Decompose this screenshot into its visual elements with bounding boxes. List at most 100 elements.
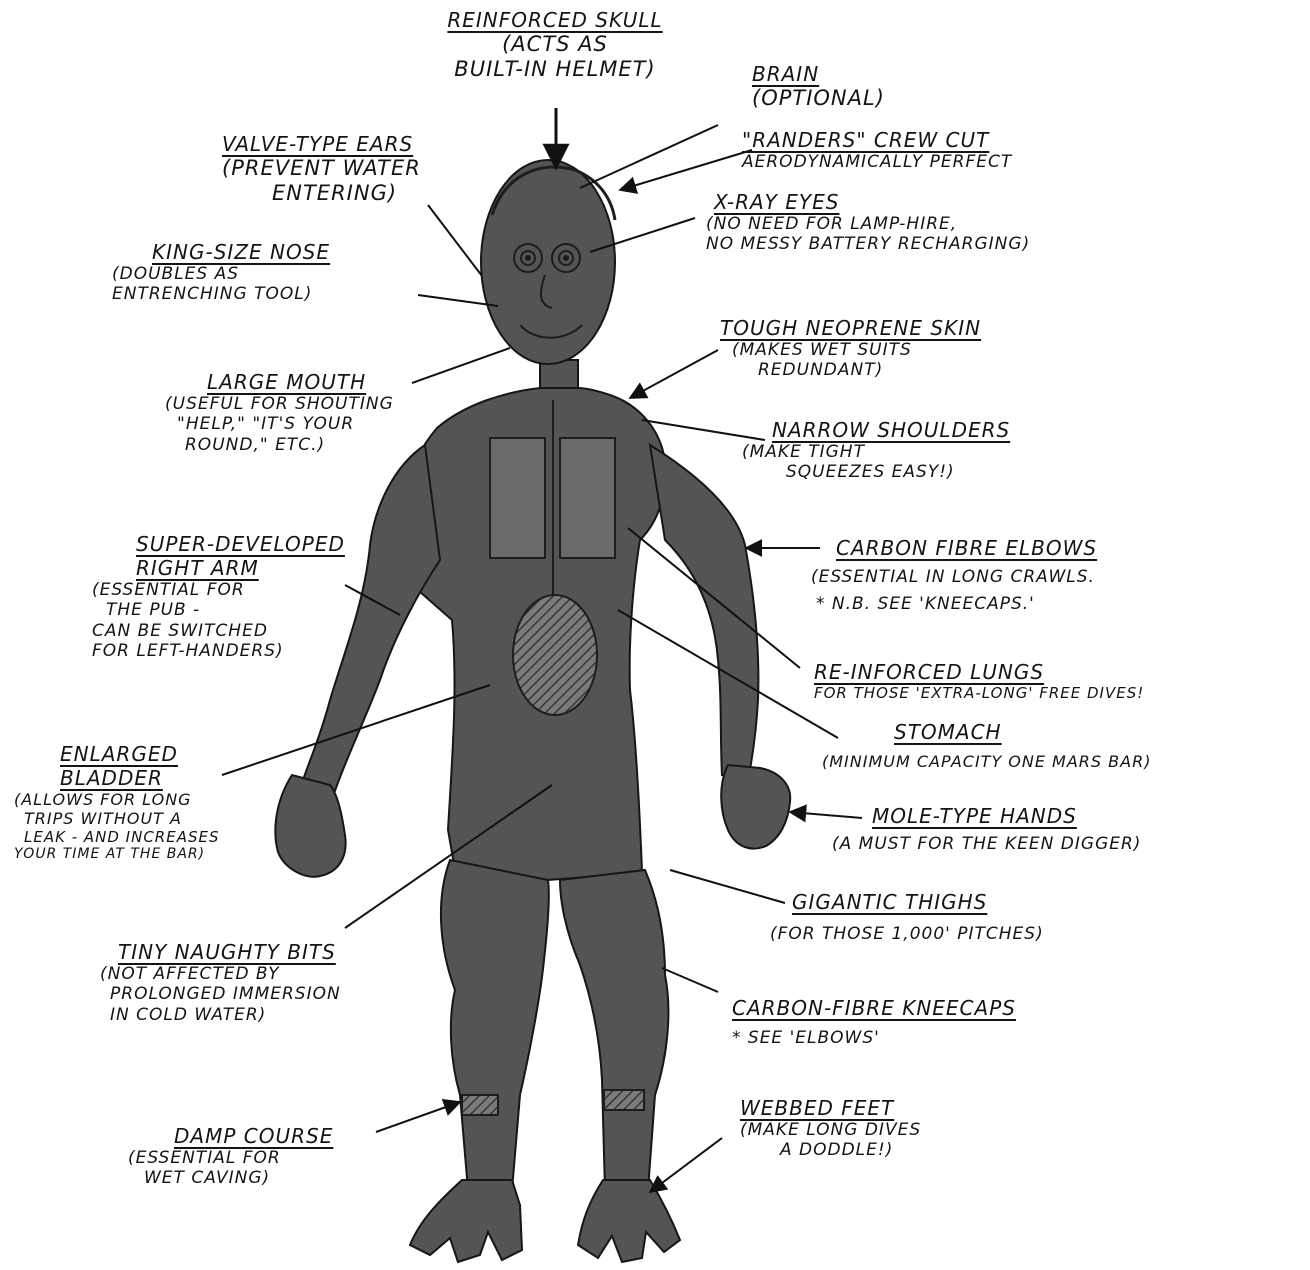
skin-title: Tough Neoprene Skin <box>720 316 981 340</box>
label-valve-type-ears: Valve-Type Ears (Prevent water entering) <box>222 132 421 206</box>
damp-arrow <box>376 1102 460 1132</box>
label-narrow-shoulders: Narrow Shoulders (Make tight squeezes ea… <box>772 418 1010 483</box>
damp-desc-1: (Essential for <box>128 1148 333 1168</box>
label-webbed-feet: Webbed Feet (Make long dives a doddle!) <box>740 1096 921 1161</box>
brain-desc-1: (Optional) <box>752 86 885 111</box>
label-gigantic-thighs: Gigantic Thighs (For those 1,000' pitche… <box>792 890 1044 944</box>
bladder-desc-4: your time at the bar) <box>14 846 230 863</box>
lungs-desc-1: For those 'extra-long' free dives! <box>814 684 1144 702</box>
hands-title: Mole-type Hands <box>872 804 1141 828</box>
label-brain: Brain (Optional) <box>752 62 885 111</box>
nose-desc-1: (Doubles as <box>112 264 330 284</box>
mouth-line <box>412 348 510 383</box>
ears-title: Valve-Type Ears <box>222 132 421 156</box>
bladder-desc-3: leak - and increases <box>14 828 230 846</box>
stomach-title: Stomach <box>822 720 1151 744</box>
eyes-desc-2: no messy battery recharging) <box>706 234 1030 254</box>
elbows-desc-2: * N.B. See 'Kneecaps.' <box>816 594 1097 614</box>
mouth-title: Large Mouth <box>165 370 394 394</box>
label-right-arm: Super-developed right arm (Essential for… <box>92 532 366 662</box>
nose-desc-2: entrenching tool) <box>112 284 330 304</box>
shoulders-title: Narrow Shoulders <box>772 418 1010 442</box>
crew-cut-desc-1: Aerodynamically perfect <box>742 152 1012 172</box>
right-leg <box>560 870 668 1190</box>
bladder-title: Enlarged bladder <box>14 742 230 790</box>
skin-desc-1: (Makes wet suits <box>720 340 981 360</box>
bits-desc-1: (Not affected by <box>100 964 341 984</box>
lung-right <box>560 438 615 558</box>
shoulders-desc-1: (Make tight <box>742 442 1010 462</box>
hands-arrow <box>790 812 862 818</box>
skin-desc-2: redundant) <box>720 360 981 380</box>
damp-course-right <box>604 1090 644 1110</box>
thighs-title: Gigantic Thighs <box>792 890 1044 914</box>
stomach-desc-1: (Minimum capacity one Mars bar) <box>822 752 1151 771</box>
right-hand <box>721 765 790 849</box>
ears-desc-2: entering) <box>222 181 421 206</box>
feet-title: Webbed Feet <box>740 1096 921 1120</box>
brain-title: Brain <box>752 62 885 86</box>
mouth-desc-2: "Help," "It's your <box>165 414 394 434</box>
label-tiny-naughty-bits: Tiny Naughty Bits (Not affected by prolo… <box>100 940 341 1025</box>
mouth-desc-1: (Useful for shouting <box>165 394 394 414</box>
label-x-ray-eyes: X-Ray Eyes (No need for lamp-hire, no me… <box>706 190 1030 255</box>
label-stomach: Stomach (Minimum capacity one Mars bar) <box>822 720 1151 771</box>
head <box>481 160 615 364</box>
hands-desc-1: (A must for the keen digger) <box>832 834 1141 854</box>
label-enlarged-bladder: Enlarged bladder (Allows for long trips … <box>14 742 230 863</box>
feet-desc-2: a doddle!) <box>740 1140 921 1160</box>
label-reinforced-skull: Reinforced Skull (Acts as built-in helme… <box>420 8 690 82</box>
skull-desc-2: built-in helmet) <box>420 57 690 82</box>
skull-desc-1: (Acts as <box>420 32 690 57</box>
bits-desc-2: prolonged immersion <box>100 984 341 1004</box>
label-damp-course: Damp Course (Essential for wet caving) <box>128 1124 333 1189</box>
brain-line <box>580 125 718 188</box>
label-carbon-fibre-elbows: Carbon Fibre Elbows (Essential in long c… <box>836 536 1097 614</box>
damp-title: Damp Course <box>128 1124 333 1148</box>
elbows-title: Carbon Fibre Elbows <box>836 536 1097 560</box>
nose-title: King-Size Nose <box>112 240 330 264</box>
elbows-desc-1: (Essential in long crawls. <box>811 560 1097 594</box>
mouth-desc-3: round," etc.) <box>165 435 394 455</box>
arm-desc-2: the pub - <box>92 600 366 620</box>
shoulders-line <box>642 420 765 440</box>
label-crew-cut: "Randers" Crew Cut Aerodynamically perfe… <box>742 128 1012 172</box>
lung-left <box>490 438 545 558</box>
bladder-desc-2: trips without a <box>14 809 230 828</box>
eyes-desc-1: (No need for lamp-hire, <box>706 214 1030 234</box>
kneecaps-desc-1: * See 'Elbows' <box>732 1028 1016 1048</box>
bits-desc-3: in cold water) <box>100 1005 341 1025</box>
bits-title: Tiny Naughty Bits <box>100 940 341 964</box>
damp-desc-2: wet caving) <box>128 1168 333 1188</box>
arm-title: Super-developed right arm <box>92 532 366 580</box>
label-mole-type-hands: Mole-type Hands (A must for the keen dig… <box>872 804 1141 854</box>
thighs-desc-1: (For those 1,000' pitches) <box>770 924 1044 944</box>
label-reinforced-lungs: Re-inforced Lungs For those 'extra-long'… <box>814 660 1144 702</box>
crew-cut-arrow <box>620 150 752 190</box>
label-large-mouth: Large Mouth (Useful for shouting "Help,"… <box>165 370 394 455</box>
lungs-title: Re-inforced Lungs <box>814 660 1144 684</box>
skin-arrow <box>630 350 718 398</box>
left-leg <box>441 860 549 1190</box>
body-silhouette <box>275 160 790 1262</box>
stomach-organ <box>513 595 597 715</box>
bladder-desc-1: (Allows for long <box>14 790 230 809</box>
label-carbon-fibre-kneecaps: Carbon-Fibre Kneecaps * See 'Elbows' <box>732 996 1016 1048</box>
thighs-line <box>670 870 785 903</box>
left-foot <box>410 1180 522 1262</box>
arm-desc-4: for left-handers) <box>92 641 366 661</box>
label-king-size-nose: King-Size Nose (Doubles as entrenching t… <box>112 240 330 305</box>
arm-desc-1: (Essential for <box>92 580 366 600</box>
kneecaps-title: Carbon-Fibre Kneecaps <box>732 996 1016 1020</box>
shoulders-desc-2: squeezes easy!) <box>772 462 1010 482</box>
kneecaps-line <box>662 968 718 992</box>
damp-course-left <box>462 1095 498 1115</box>
feet-arrow <box>650 1138 722 1192</box>
ears-line <box>428 205 482 276</box>
skull-title: Reinforced Skull <box>420 8 690 32</box>
ears-desc-1: (Prevent water <box>222 156 421 181</box>
arm-desc-3: can be switched <box>92 621 366 641</box>
feet-desc-1: (Make long dives <box>740 1120 921 1140</box>
right-arm <box>650 445 758 780</box>
right-foot <box>578 1180 680 1262</box>
